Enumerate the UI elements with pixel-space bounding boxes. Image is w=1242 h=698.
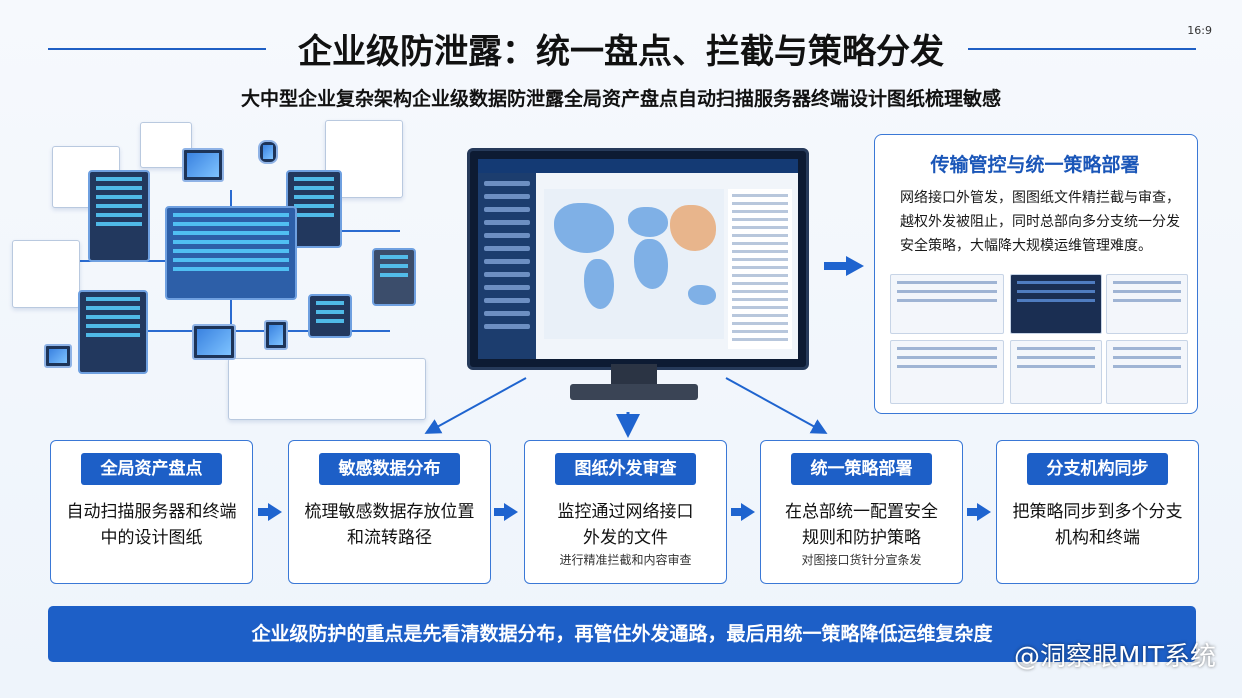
database-icon [258, 140, 278, 164]
console-titlebar [478, 159, 798, 173]
step-card-title: 敏感数据分布 [319, 453, 460, 485]
step-card-title: 全局资产盘点 [81, 453, 222, 485]
chart-panel-icon [12, 240, 80, 308]
dashboard-thumbnail [890, 274, 1004, 334]
step-card-outbound-review: 图纸外发审查 监控通过网络接口外发的文件 进行精准拦截和内容审查 [524, 440, 727, 584]
dashboard-thumbnail [1106, 274, 1188, 334]
server-rack-icon [372, 248, 416, 306]
dashboard-thumbnail [890, 340, 1004, 404]
blueprint-icon [228, 358, 426, 420]
step-card-note: 对图接口货针分宣条发 [801, 553, 922, 567]
server-rack-icon [88, 170, 150, 262]
infrastructure-illustration [0, 110, 460, 430]
console-screen [478, 159, 798, 359]
arrow-right-icon [846, 256, 864, 276]
step-card-title: 分支机构同步 [1027, 453, 1168, 485]
step-arrow-icon [741, 503, 755, 521]
arrow-down-right [725, 377, 828, 434]
dashboard-thumbnail [1106, 340, 1188, 404]
step-arrow-icon [977, 503, 991, 521]
flow-arrows [424, 377, 828, 438]
step-card-description: 自动扫描服务器和终端中的设计图纸 [66, 502, 237, 548]
step-arrow-shaft [258, 508, 268, 516]
step-card-note: 进行精准拦截和内容审查 [559, 553, 692, 567]
step-card-title: 图纸外发审查 [555, 453, 696, 485]
server-rack-icon [308, 294, 352, 338]
console-list [728, 189, 792, 349]
step-arrow-shaft [731, 508, 741, 516]
watermark: @洞察眼MIT系统 [1014, 642, 1216, 672]
terminal-monitor-icon [264, 320, 288, 350]
header-rule-left [48, 48, 266, 50]
step-card-description: 梳理敏感数据存放位置和流转路径 [304, 502, 475, 548]
monitor-stand [611, 364, 657, 386]
aspect-ratio-label: 16:9 [1187, 24, 1212, 37]
summary-banner [48, 606, 1196, 662]
step-arrow-icon [504, 503, 518, 521]
world-map [544, 189, 724, 339]
policy-panel-description: 网络接口外管发，图图纸文件精拦截与审查，越权外发被阻止，同时总部向多分支统一分发… [900, 190, 1180, 254]
network-link [60, 260, 240, 262]
step-arrow-icon [268, 503, 282, 521]
step-card-description: 监控通过网络接口外发的文件 [557, 502, 694, 548]
network-link [100, 330, 390, 332]
console-monitor [467, 148, 809, 370]
data-center-icon [165, 206, 297, 300]
step-card-description: 在总部统一配置安全规则和防护策略 [785, 502, 938, 548]
arrow-down-left [424, 377, 527, 434]
terminal-monitor-icon [192, 324, 236, 360]
step-card-unified-policy: 统一策略部署 在总部统一配置安全规则和防护策略 对图接口货针分宣条发 [760, 440, 963, 584]
page-title: 企业级防泄露：统一盘点、拦截与策略分发 [298, 32, 944, 72]
monitor-base [570, 384, 698, 400]
step-card-description: 把策略同步到多个分支机构和终端 [1012, 502, 1183, 548]
step-card-sensitive-data: 敏感数据分布 梳理敏感数据存放位置和流转路径 [288, 440, 491, 584]
dashboard-thumbnail [1010, 340, 1102, 404]
step-card-asset-inventory: 全局资产盘点 自动扫描服务器和终端中的设计图纸 [50, 440, 253, 584]
server-rack-icon [78, 290, 148, 374]
step-card-title: 统一策略部署 [791, 453, 932, 485]
header-rule-right [968, 48, 1196, 50]
step-arrow-shaft [967, 508, 977, 516]
step-arrow-shaft [494, 508, 504, 516]
console-sidebar [478, 173, 536, 359]
terminal-monitor-icon [182, 148, 224, 182]
step-card-branch-sync: 分支机构同步 把策略同步到多个分支机构和终端 [996, 440, 1199, 584]
arrow-right-shaft [824, 262, 846, 270]
dashboard-thumbnail [1010, 274, 1102, 334]
page-subtitle: 大中型企业复杂架构企业级数据防泄露全局资产盘点自动扫描服务器终端设计图纸梳理敏感 [240, 88, 1001, 110]
laptop-icon [44, 344, 72, 368]
summary-text: 企业级防护的重点是先看清数据分布，再管住外发通路，最后用统一策略降低运维复杂度 [251, 623, 993, 645]
policy-panel-title: 传输管控与统一策略部署 [930, 154, 1140, 176]
